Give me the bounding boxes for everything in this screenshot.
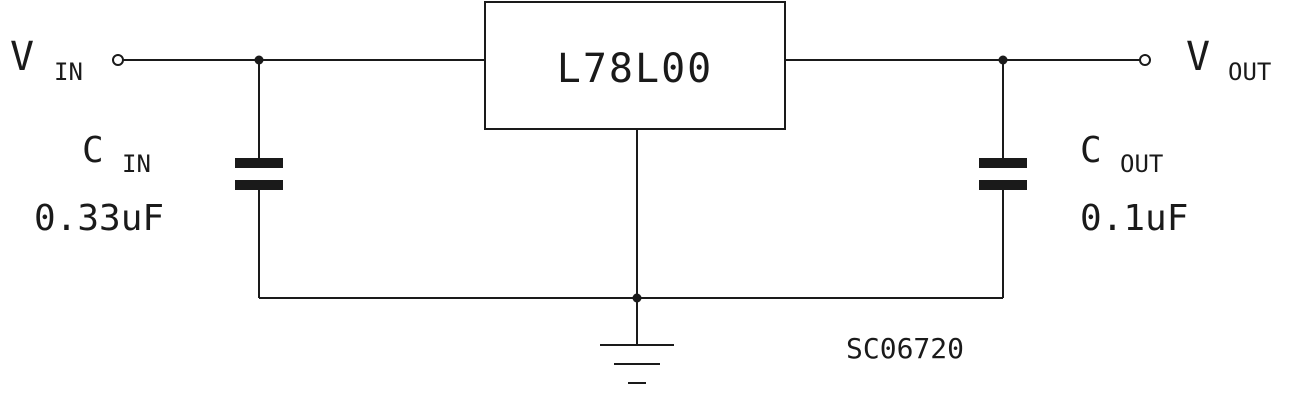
diagram-reference: SC06720 xyxy=(846,332,964,365)
cout-value: 0.1uF xyxy=(1080,198,1188,239)
cin-symbol: C xyxy=(82,130,104,171)
vout-symbol: V xyxy=(1186,34,1210,80)
regulator-label: L78L00 xyxy=(557,46,714,92)
vout-subscript: OUT xyxy=(1228,58,1271,86)
ground-junction-dot-icon xyxy=(632,293,642,303)
regulator-box xyxy=(484,1,786,130)
cin-subscript: IN xyxy=(122,150,151,178)
cin-value: 0.33uF xyxy=(34,198,164,239)
input-capacitor-icon xyxy=(235,60,283,298)
output-capacitor-icon xyxy=(979,60,1027,298)
ground-icon xyxy=(600,344,674,384)
input-terminal-icon xyxy=(112,54,124,66)
output-terminal-icon xyxy=(1139,54,1151,66)
vin-subscript: IN xyxy=(54,58,83,86)
cout-symbol: C xyxy=(1080,130,1102,171)
cout-subscript: OUT xyxy=(1120,150,1163,178)
vin-symbol: V xyxy=(10,34,34,80)
